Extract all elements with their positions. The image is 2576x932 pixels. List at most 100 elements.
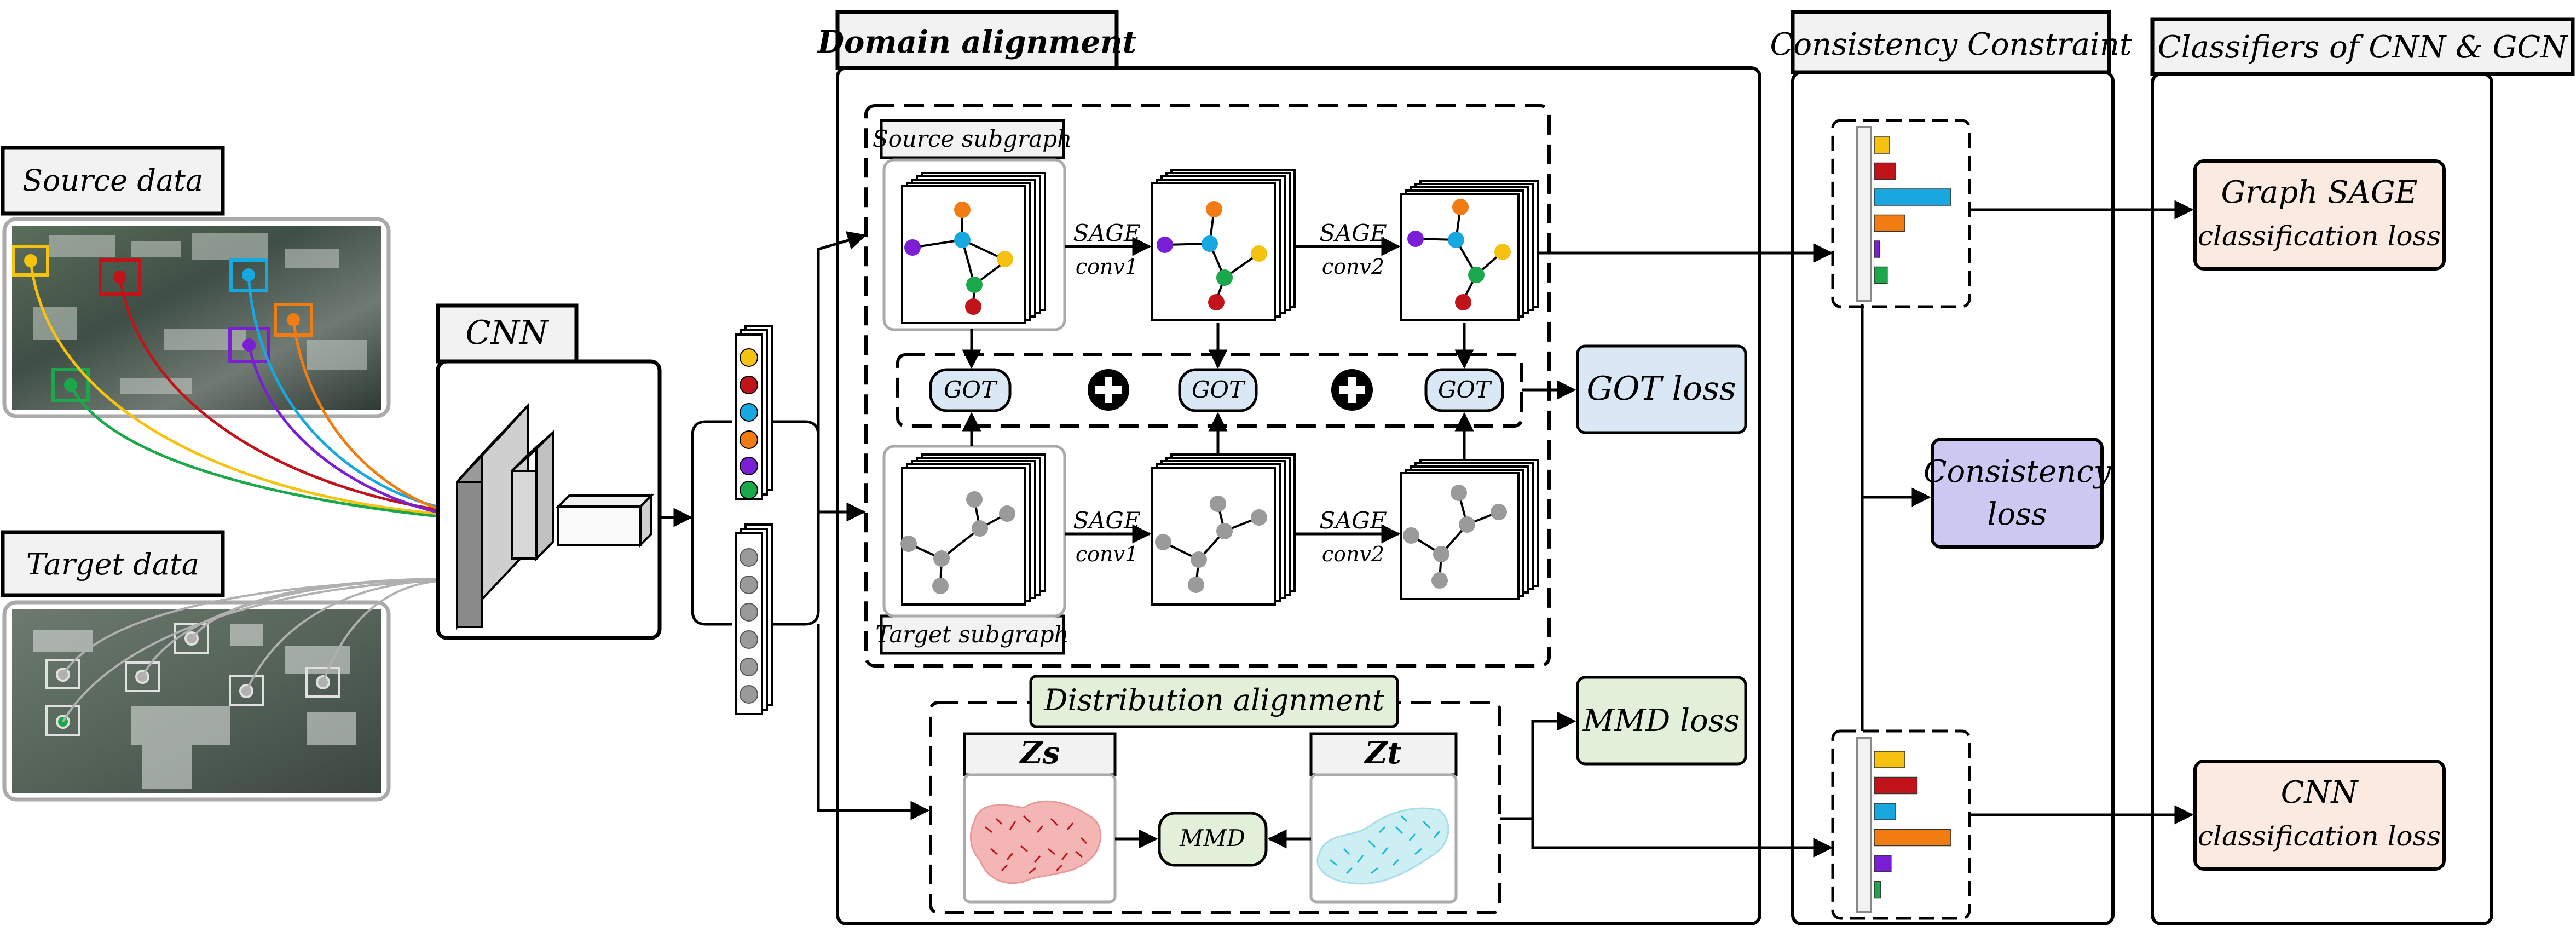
classifiers-title: Classifiers of CNN & GCN (2158, 30, 2568, 65)
source-sage-label-2: SAGE (1319, 220, 1387, 246)
source-subgraph-label: Source subgraph (873, 125, 1072, 152)
cnn-loss-label-line2: classification loss (2198, 820, 2441, 852)
domain-alignment-section: Domain alignment Source subgraph Target … (816, 10, 1833, 925)
top-bar-chart-dashed-box (1831, 119, 1971, 308)
got-node-3-label: GOT (1438, 376, 1492, 403)
mmd-node-label: MMD (1179, 825, 1245, 852)
bottom-bars-bar-2 (1874, 776, 1918, 795)
bottom-bars-bar-4 (1874, 829, 1951, 847)
distribution-to-bottom-bars-arrow (1531, 819, 1833, 858)
target-sage-label-2: SAGE (1319, 507, 1387, 534)
features-to-branches-connector (772, 420, 820, 626)
target-conv2-label: conv2 (1322, 542, 1384, 566)
source-data-title-box (1, 146, 225, 216)
mmd-loss-box (1576, 676, 1747, 766)
sage-conv-arrows (1065, 237, 1401, 544)
top-bars-bar-4 (1874, 214, 1905, 232)
got-loss-box (1576, 344, 1747, 434)
target-data-panel: Target data (1, 530, 452, 802)
distribution-alignment-title-box (1029, 675, 1399, 728)
top-bars-bar-6 (1874, 266, 1888, 284)
distribution-alignment-title: Distribution alignment (1043, 683, 1384, 717)
graph-sage-loss-label-line2: classification loss (2198, 220, 2441, 252)
classifiers-title-box (2150, 17, 2575, 76)
mmd-node (1158, 812, 1268, 867)
got-to-graph-arrows (962, 323, 1474, 460)
classifiers-section: Classifiers of CNN & GCN Graph SAGE clas… (2150, 17, 2575, 925)
cnn-layers-graphic (456, 402, 654, 630)
source-data-panel: Source data (1, 146, 455, 520)
source-image-texture (33, 233, 367, 394)
bottom-bars-bar-6 (1874, 881, 1881, 899)
source-conv2-label: conv2 (1322, 255, 1384, 279)
cnn-loss-box (2193, 760, 2446, 871)
to-source-graph-arrow (817, 231, 867, 515)
source-subgraph-label-box (880, 119, 1065, 159)
bottom-bars-bar-5 (1874, 855, 1892, 872)
source-sage-label-1: SAGE (1073, 220, 1140, 246)
graph-sage-loss-box (2193, 159, 2446, 271)
bottom-bar-chart-dashed-box (1831, 729, 1971, 920)
source-graph-conv1-stack (1151, 169, 1296, 321)
cnn-title-box (436, 303, 579, 364)
zt-title-box (1309, 732, 1458, 776)
cnn-loss-label-line1: CNN (2281, 775, 2359, 810)
got-node-1-label: GOT (944, 376, 998, 403)
top-bars-bar-5 (1874, 240, 1880, 258)
graph-alignment-dashed-box (864, 104, 1551, 668)
bottom-bars-bar-1 (1874, 751, 1905, 768)
bottom-bar-chart-axis (1856, 737, 1872, 913)
source-conv1-label: conv1 (1076, 255, 1138, 279)
target-sample-links (62, 578, 452, 723)
domain-alignment-title: Domain alignment (816, 24, 1136, 60)
zt-title: Zt (1364, 735, 1402, 771)
target-graph-conv2-stack (1400, 459, 1539, 600)
source-sample-links (29, 260, 455, 520)
source-data-title: Source data (22, 163, 203, 198)
to-distribution-branch-arrow (817, 624, 930, 820)
mmd-loss-label: MMD loss (1582, 703, 1740, 739)
domain-alignment-frame (836, 66, 1761, 925)
target-graph-conv1-stack (1151, 453, 1296, 606)
got-loss-label: GOT loss (1586, 370, 1736, 408)
classifiers-frame (2151, 72, 2493, 925)
target-subgraph-label-box (880, 614, 1065, 655)
distribution-to-mmd-loss-arrow (1500, 711, 1576, 820)
top-bars-bar-1 (1874, 136, 1890, 154)
zs-feature-cloud (969, 800, 1102, 884)
target-data-title-box (1, 530, 225, 597)
target-sage-label-1: SAGE (1073, 507, 1140, 534)
consistency-section: Consistency Constraint Consistency loss (1770, 10, 2194, 925)
consistency-frame (1791, 71, 2115, 925)
consistency-loss-box (1931, 438, 2104, 549)
cnn-block: CNN (436, 303, 693, 640)
top-bars-bar-2 (1874, 162, 1896, 180)
target-sample-markers (45, 623, 340, 736)
top-bar-chart-axis (1856, 126, 1872, 302)
cnn-title: CNN (466, 314, 550, 352)
plus-icon-1 (1088, 369, 1129, 411)
source-graph-conv2-stack (1400, 180, 1539, 321)
consistency-title: Consistency Constraint (1770, 27, 2132, 62)
consistency-loss-label-line2: loss (1987, 497, 2047, 532)
target-graph-input-stack (882, 445, 1066, 618)
target-feature-vector (735, 523, 773, 715)
consistency-loss-label-line1: Consistency (1924, 454, 2112, 490)
target-subgraph-label: Target subgraph (875, 621, 1068, 648)
top-bars-bar-3 (1874, 188, 1951, 206)
got-node-2-label: GOT (1192, 376, 1246, 403)
target-data-title: Target data (26, 547, 199, 582)
top-bar-chart (1874, 136, 1951, 284)
split-to-features-connector (691, 420, 732, 626)
got-node-1 (929, 368, 1012, 412)
target-conv1-label: conv1 (1076, 542, 1138, 566)
source-graph-input-stack (882, 158, 1066, 331)
got-node-3 (1424, 368, 1504, 412)
target-image-texture (33, 624, 356, 789)
zt-feature-cloud (1316, 807, 1449, 885)
zs-title: Zs (1019, 735, 1060, 771)
plus-icon-2 (1331, 369, 1373, 411)
graph-sage-loss-label-line1: Graph SAGE (2221, 175, 2417, 210)
source-feature-vector (735, 325, 773, 500)
